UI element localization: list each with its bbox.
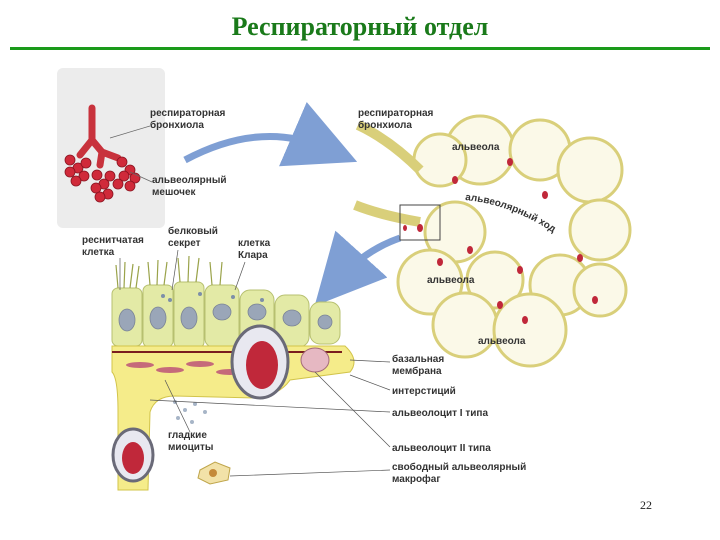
label-alveolocyte-1: альвеолоцит I типа: [392, 408, 488, 419]
inset-alveolar-sac-icon: [64, 154, 141, 203]
inset-leader-sac: [129, 171, 153, 183]
label-basement-1: базальная: [392, 353, 444, 365]
cluster-bronchiole-upper: [355, 120, 424, 174]
cluster-label-alveola-3: альвеола: [478, 336, 526, 347]
label-clara-1: клетка: [238, 238, 271, 249]
title-underline: [10, 47, 710, 50]
zoom-arrow-upper: [183, 102, 358, 167]
zoom-box: [399, 204, 441, 241]
label-ciliated-1: реснитчатая: [82, 235, 144, 246]
alveolus: [465, 250, 525, 310]
label-protein-2: секрет: [168, 238, 201, 249]
cell-diagram: реснитчатая клетка белковый секрет клетк…: [82, 225, 526, 491]
erythrocyte: [122, 442, 144, 474]
label-macrophage-2: макрофаг: [392, 473, 441, 485]
cluster-bronchiole-lower: [353, 200, 421, 227]
alveolus: [568, 198, 632, 262]
label-interstitium: интерстиций: [392, 386, 456, 397]
cluster-label-alveola-1: альвеола: [452, 142, 500, 153]
alveolocyte-type-2: [300, 347, 330, 373]
alveolus: [492, 292, 568, 368]
alveolar-cluster: респираторная бронхиола альвеола альвеол…: [353, 108, 632, 368]
alveolus: [431, 291, 499, 359]
label-clara-2: Клара: [238, 250, 268, 261]
label-smooth-1: гладкие: [168, 430, 207, 441]
label-macrophage-1: свободный альвеолярный: [392, 461, 526, 473]
macrophage-nucleus: [209, 469, 217, 477]
cluster-label-bronchiole-2: бронхиола: [358, 119, 412, 131]
inset-panel: респираторная бронхиола альвеолярный меш…: [57, 68, 227, 228]
erythrocyte: [246, 341, 278, 389]
inset-label-bronchiole-2: бронхиола: [150, 119, 204, 131]
inset-label-bronchiole-1: респираторная: [150, 108, 226, 119]
alveolus: [556, 136, 624, 204]
label-alveolocyte-2: альвеолоцит II типа: [392, 443, 491, 454]
inset-label-sac-1: альвеолярный: [152, 175, 227, 186]
interstitium-wall: [111, 345, 355, 491]
inset-leader-bronchiole: [109, 125, 151, 139]
inset-background: [57, 68, 165, 228]
alveolus: [572, 262, 628, 318]
label-smooth-2: миоциты: [168, 442, 213, 453]
cluster-label-alveola-2: альвеола: [427, 275, 475, 286]
label-basement-2: мембрана: [392, 365, 442, 377]
cluster-label-bronchiole-1: респираторная: [358, 108, 434, 119]
label-protein-1: белковый: [168, 225, 218, 237]
page-number: 22: [640, 498, 652, 512]
page-title: Респираторный отдел: [231, 12, 489, 41]
inset-bronchiole-icon: [76, 104, 122, 169]
zoom-arrow-lower: [314, 230, 402, 307]
inset-label-sac-2: мешочек: [152, 187, 197, 198]
label-ciliated-2: клетка: [82, 247, 115, 258]
